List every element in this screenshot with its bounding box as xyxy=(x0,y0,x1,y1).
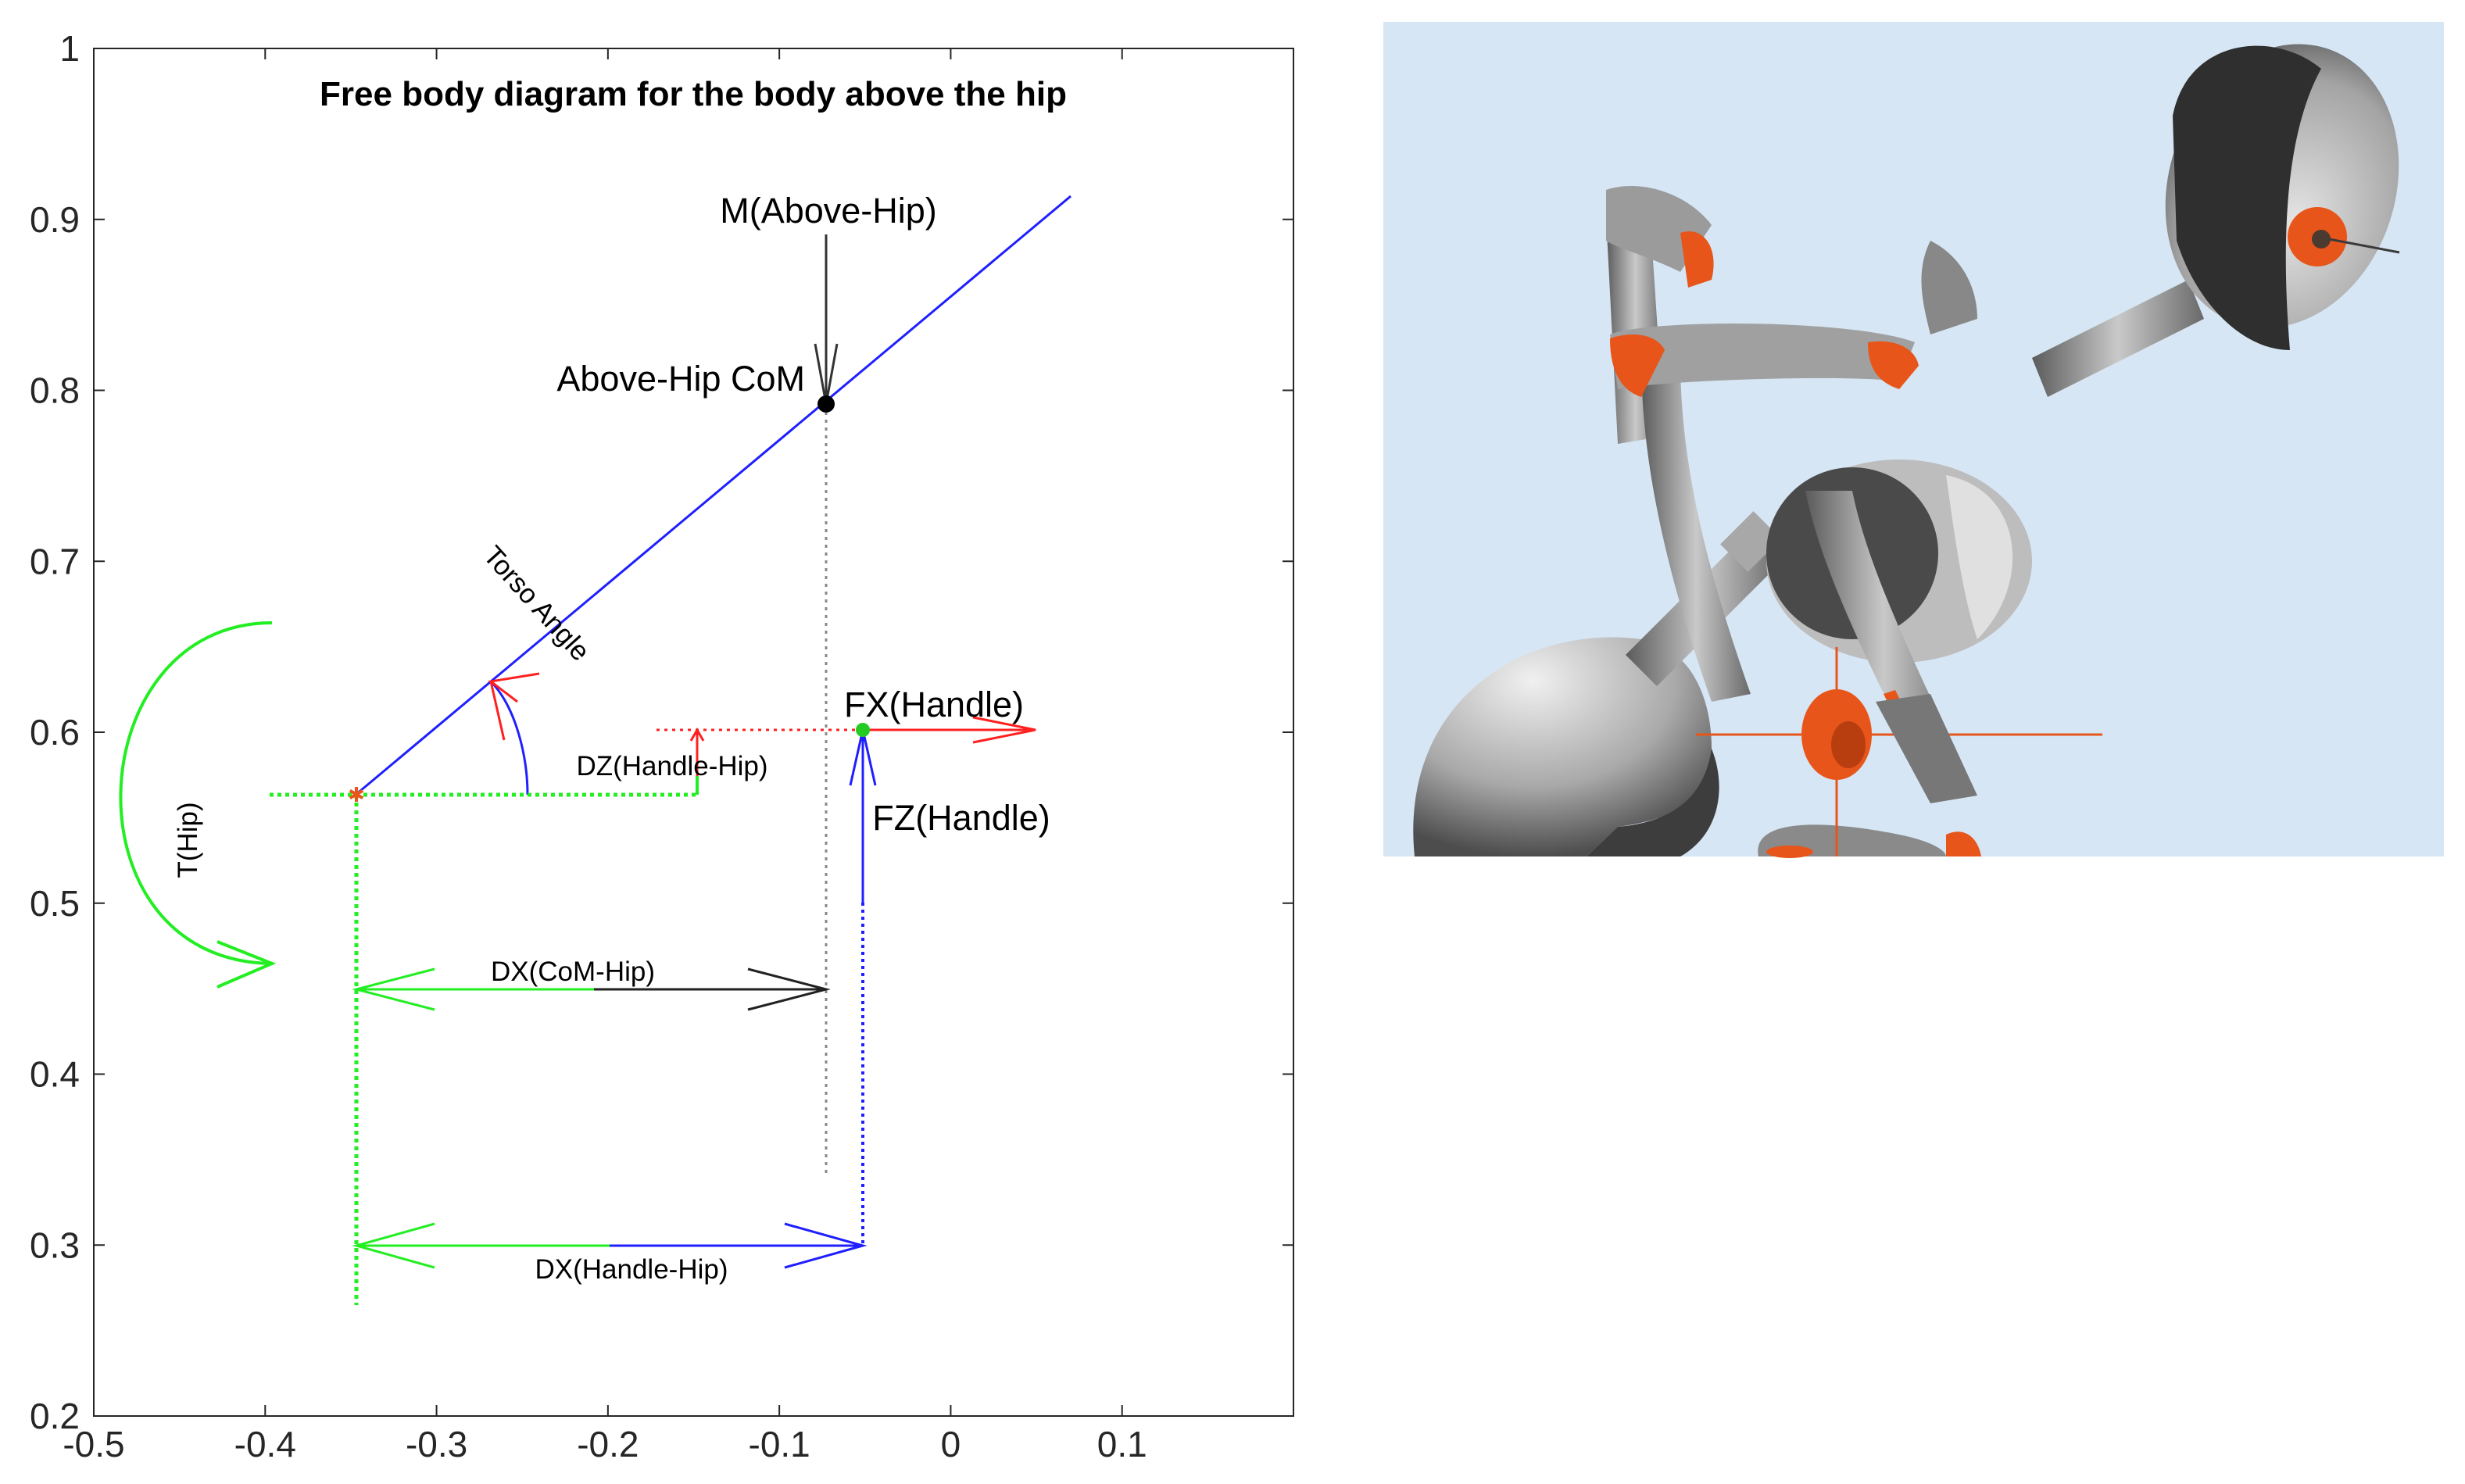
y-tick-label: 0.8 xyxy=(30,370,80,411)
dx-com-right-arrowhead xyxy=(747,967,831,1011)
x-tick-label: -0.2 xyxy=(577,1424,639,1464)
elbow-accent-left xyxy=(1610,334,1665,397)
axis-tick-labels: -0.5 -0.4 -0.3 -0.2 -0.1 0 0.1 0.2 0.3 0.4 0.5 0.6 0… xyxy=(30,28,1147,1464)
y-tick-label: 0.2 xyxy=(30,1396,80,1436)
x-tick-label: 0 xyxy=(941,1424,961,1464)
y-tick-label: 0.6 xyxy=(30,712,80,753)
x-tick-label: -0.5 xyxy=(63,1424,124,1464)
shoulder-accent xyxy=(1680,231,1714,288)
handle-ball-shade xyxy=(1831,721,1866,768)
y-tick-label: 0.9 xyxy=(30,199,80,240)
y-tick-label: 0.4 xyxy=(30,1054,80,1095)
spine-joint xyxy=(1720,511,1781,572)
neck xyxy=(2032,280,2204,397)
y-tick-label: 1 xyxy=(59,28,80,69)
com-point xyxy=(817,395,835,413)
torso-highlight xyxy=(1946,475,2013,639)
plot-area xyxy=(93,48,1294,1417)
head-ear-line xyxy=(2328,238,2400,254)
axis-ticks xyxy=(93,48,1293,1417)
leg-strip xyxy=(1876,694,1977,803)
dx-handle-right-arrowhead xyxy=(784,1222,868,1269)
hip-torque-label: T(Hip) xyxy=(173,802,203,878)
moment-label: M(Above-Hip) xyxy=(720,191,937,231)
wrist-block xyxy=(1921,241,1977,334)
y-tick-label: 0.5 xyxy=(30,883,80,924)
fz-label: FZ(Handle) xyxy=(872,798,1050,838)
rower-render xyxy=(1383,22,2444,858)
torso-angle-arc xyxy=(489,680,529,796)
leg-strip-accent xyxy=(1946,831,1981,856)
elbow-block xyxy=(1610,324,1915,389)
seat-dome-shadow xyxy=(1587,749,1719,856)
dx-com-label: DX(CoM-Hip) xyxy=(491,957,655,987)
torso-line xyxy=(355,195,1072,796)
pelvis-accent xyxy=(1766,846,1813,858)
dx-handle-left-arrowhead xyxy=(352,1222,435,1269)
fx-arrowhead xyxy=(972,716,1036,744)
x-tick-label: -0.3 xyxy=(406,1424,467,1464)
dx-handle-label: DX(Handle-Hip) xyxy=(535,1254,728,1285)
fx-label: FX(Handle) xyxy=(844,685,1024,724)
diagram-title: Free body diagram for the body above the… xyxy=(320,75,1067,113)
torso-angle-arrowhead xyxy=(488,672,540,741)
com-label: Above-Hip CoM xyxy=(556,359,805,399)
hip-marker: ✱ xyxy=(348,783,365,806)
dz-label: DZ(Handle-Hip) xyxy=(576,751,767,781)
head-dark-cap xyxy=(2173,45,2321,350)
x-tick-label: -0.4 xyxy=(234,1424,296,1464)
forearm-left xyxy=(1641,358,1751,702)
x-tick-label: -0.1 xyxy=(749,1424,810,1464)
y-tick-label: 0.3 xyxy=(30,1225,80,1265)
hip-torque-arc xyxy=(119,621,273,965)
hip-torque-arrowhead xyxy=(216,940,277,989)
handle-point xyxy=(856,723,870,737)
elbow-accent-right xyxy=(1868,341,1919,389)
head-ear-hole xyxy=(2312,230,2331,249)
dx-com-left-arrowhead xyxy=(352,967,435,1011)
y-tick-label: 0.7 xyxy=(30,541,80,581)
x-tick-label: 0.1 xyxy=(1097,1424,1147,1464)
seat-dome xyxy=(1413,637,1712,856)
